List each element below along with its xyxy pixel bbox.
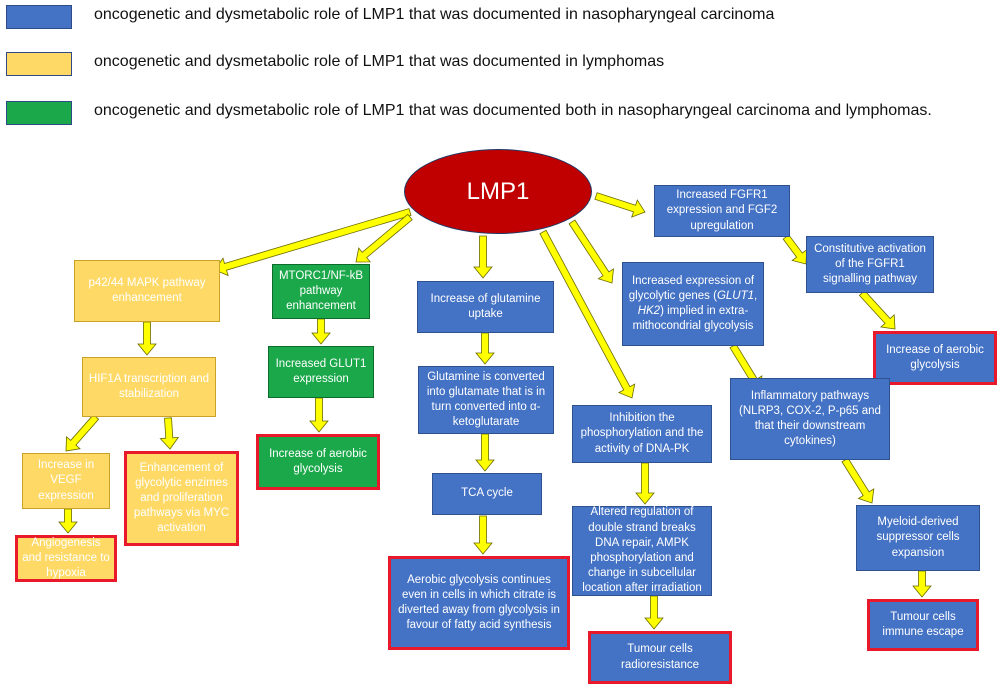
arrow-hif1a-to-myc	[159, 417, 180, 450]
node-radioresistance: Tumour cells radioresistance	[588, 631, 732, 684]
legend-text-yellow: oncogenetic and dysmetabolic role of LMP…	[94, 53, 665, 70]
node-mapk: p42/44 MAPK pathway enhancement	[74, 260, 220, 322]
node-vegf: Increase in VEGF expression	[22, 453, 110, 509]
arrow-glut1-to-aerobic	[309, 397, 329, 433]
arrow-mtorc-to-glut1	[311, 318, 331, 345]
legend-text-green: oncogenetic and dysmetabolic role of LMP…	[94, 102, 932, 119]
glycolytic-genes-text: Increased expression of glycolytic genes…	[627, 274, 759, 335]
arrow-glutamine-to-glutamate	[475, 332, 495, 365]
glycolytic-genes-sep: ,	[754, 289, 758, 302]
node-dnapk: Inhibition the phosphorylation and the a…	[572, 405, 712, 463]
glycolytic-genes-post: ) implied in extra-mithocondrial glycoly…	[632, 305, 754, 333]
node-fgfr1-activation: Constitutive activation of the FGFR1 sig…	[806, 236, 934, 293]
arrow-lmp1-to-dnapk	[539, 229, 636, 399]
arrow-hif1a-to-vegf	[65, 414, 100, 452]
node-tca: TCA cycle	[432, 473, 542, 515]
node-aerobic-right: Increase of aerobic glycolysis	[873, 331, 997, 385]
node-glutamine: Increase of glutamine uptake	[417, 281, 554, 333]
legend-swatch-blue	[6, 5, 72, 29]
legend-swatch-green	[6, 101, 72, 125]
arrow-mapk-to-hif1a	[137, 321, 157, 356]
arrow-dsb-to-radio	[644, 595, 664, 630]
arrow-lmp1-to-glutamine	[473, 235, 493, 279]
arrow-mdsc-to-escape	[912, 570, 932, 598]
node-immune-escape: Tumour cells immune escape	[867, 599, 979, 651]
node-hif1a: HIF1A transcription and stabilization	[82, 357, 216, 417]
glycolytic-genes-pre: Increased expression of glycolytic genes…	[628, 274, 755, 302]
node-aerobic-green: Increase of aerobic glycolysis	[256, 434, 380, 490]
node-myc: Enhancement of glycolytic enzimes and pr…	[124, 451, 239, 546]
glycolytic-genes-glut1: GLUT1	[716, 289, 755, 302]
arrow-lmp1-to-mapk	[214, 208, 412, 277]
node-mtorc: MTORC1/NF-kB pathway enhancement	[272, 264, 370, 319]
node-glutamate: Glutamine is converted into glutamate th…	[418, 366, 554, 434]
arrow-lmp1-to-glycgenes	[568, 219, 614, 284]
node-aerobic-citrate: Aerobic glycolysis continues even in cel…	[388, 556, 570, 650]
node-glut1: Increased GLUT1 expression	[268, 346, 374, 398]
arrow-lmp1-to-mtorc	[355, 213, 413, 263]
node-inflammatory: Inflammatory pathways (NLRP3, COX-2, P-p…	[730, 378, 890, 460]
legend-swatch-yellow	[6, 52, 72, 76]
legend-text-blue: oncogenetic and dysmetabolic role of LMP…	[94, 6, 775, 23]
arrow-activation-to-aerobic	[858, 290, 896, 330]
arrow-vegf-to-angio	[58, 508, 78, 534]
arrow-lmp1-to-fgfr1	[594, 192, 646, 218]
node-mdsc: Myeloid-derived suppressor cells expansi…	[856, 505, 980, 571]
arrow-inflam-to-mdsc	[841, 457, 875, 504]
node-glycolytic-genes: Increased expression of glycolytic genes…	[622, 262, 764, 346]
node-fgfr1: Increased FGFR1 expression and FGF2 upre…	[654, 185, 790, 237]
lmp1-center-node: LMP1	[404, 149, 592, 234]
arrow-tca-to-aerobic	[473, 515, 493, 555]
glycolytic-genes-hk2: HK2	[637, 305, 661, 317]
node-dsb: Altered regulation of double strand brea…	[572, 506, 712, 596]
node-angiogenesis: Angiogenesis and resistance to hypoxia	[15, 535, 117, 582]
lmp1-label: LMP1	[466, 177, 530, 205]
arrow-glutamate-to-tca	[475, 433, 495, 472]
arrow-fgfr1-to-activation	[782, 234, 808, 265]
arrow-dnapk-to-dsb	[635, 462, 655, 505]
